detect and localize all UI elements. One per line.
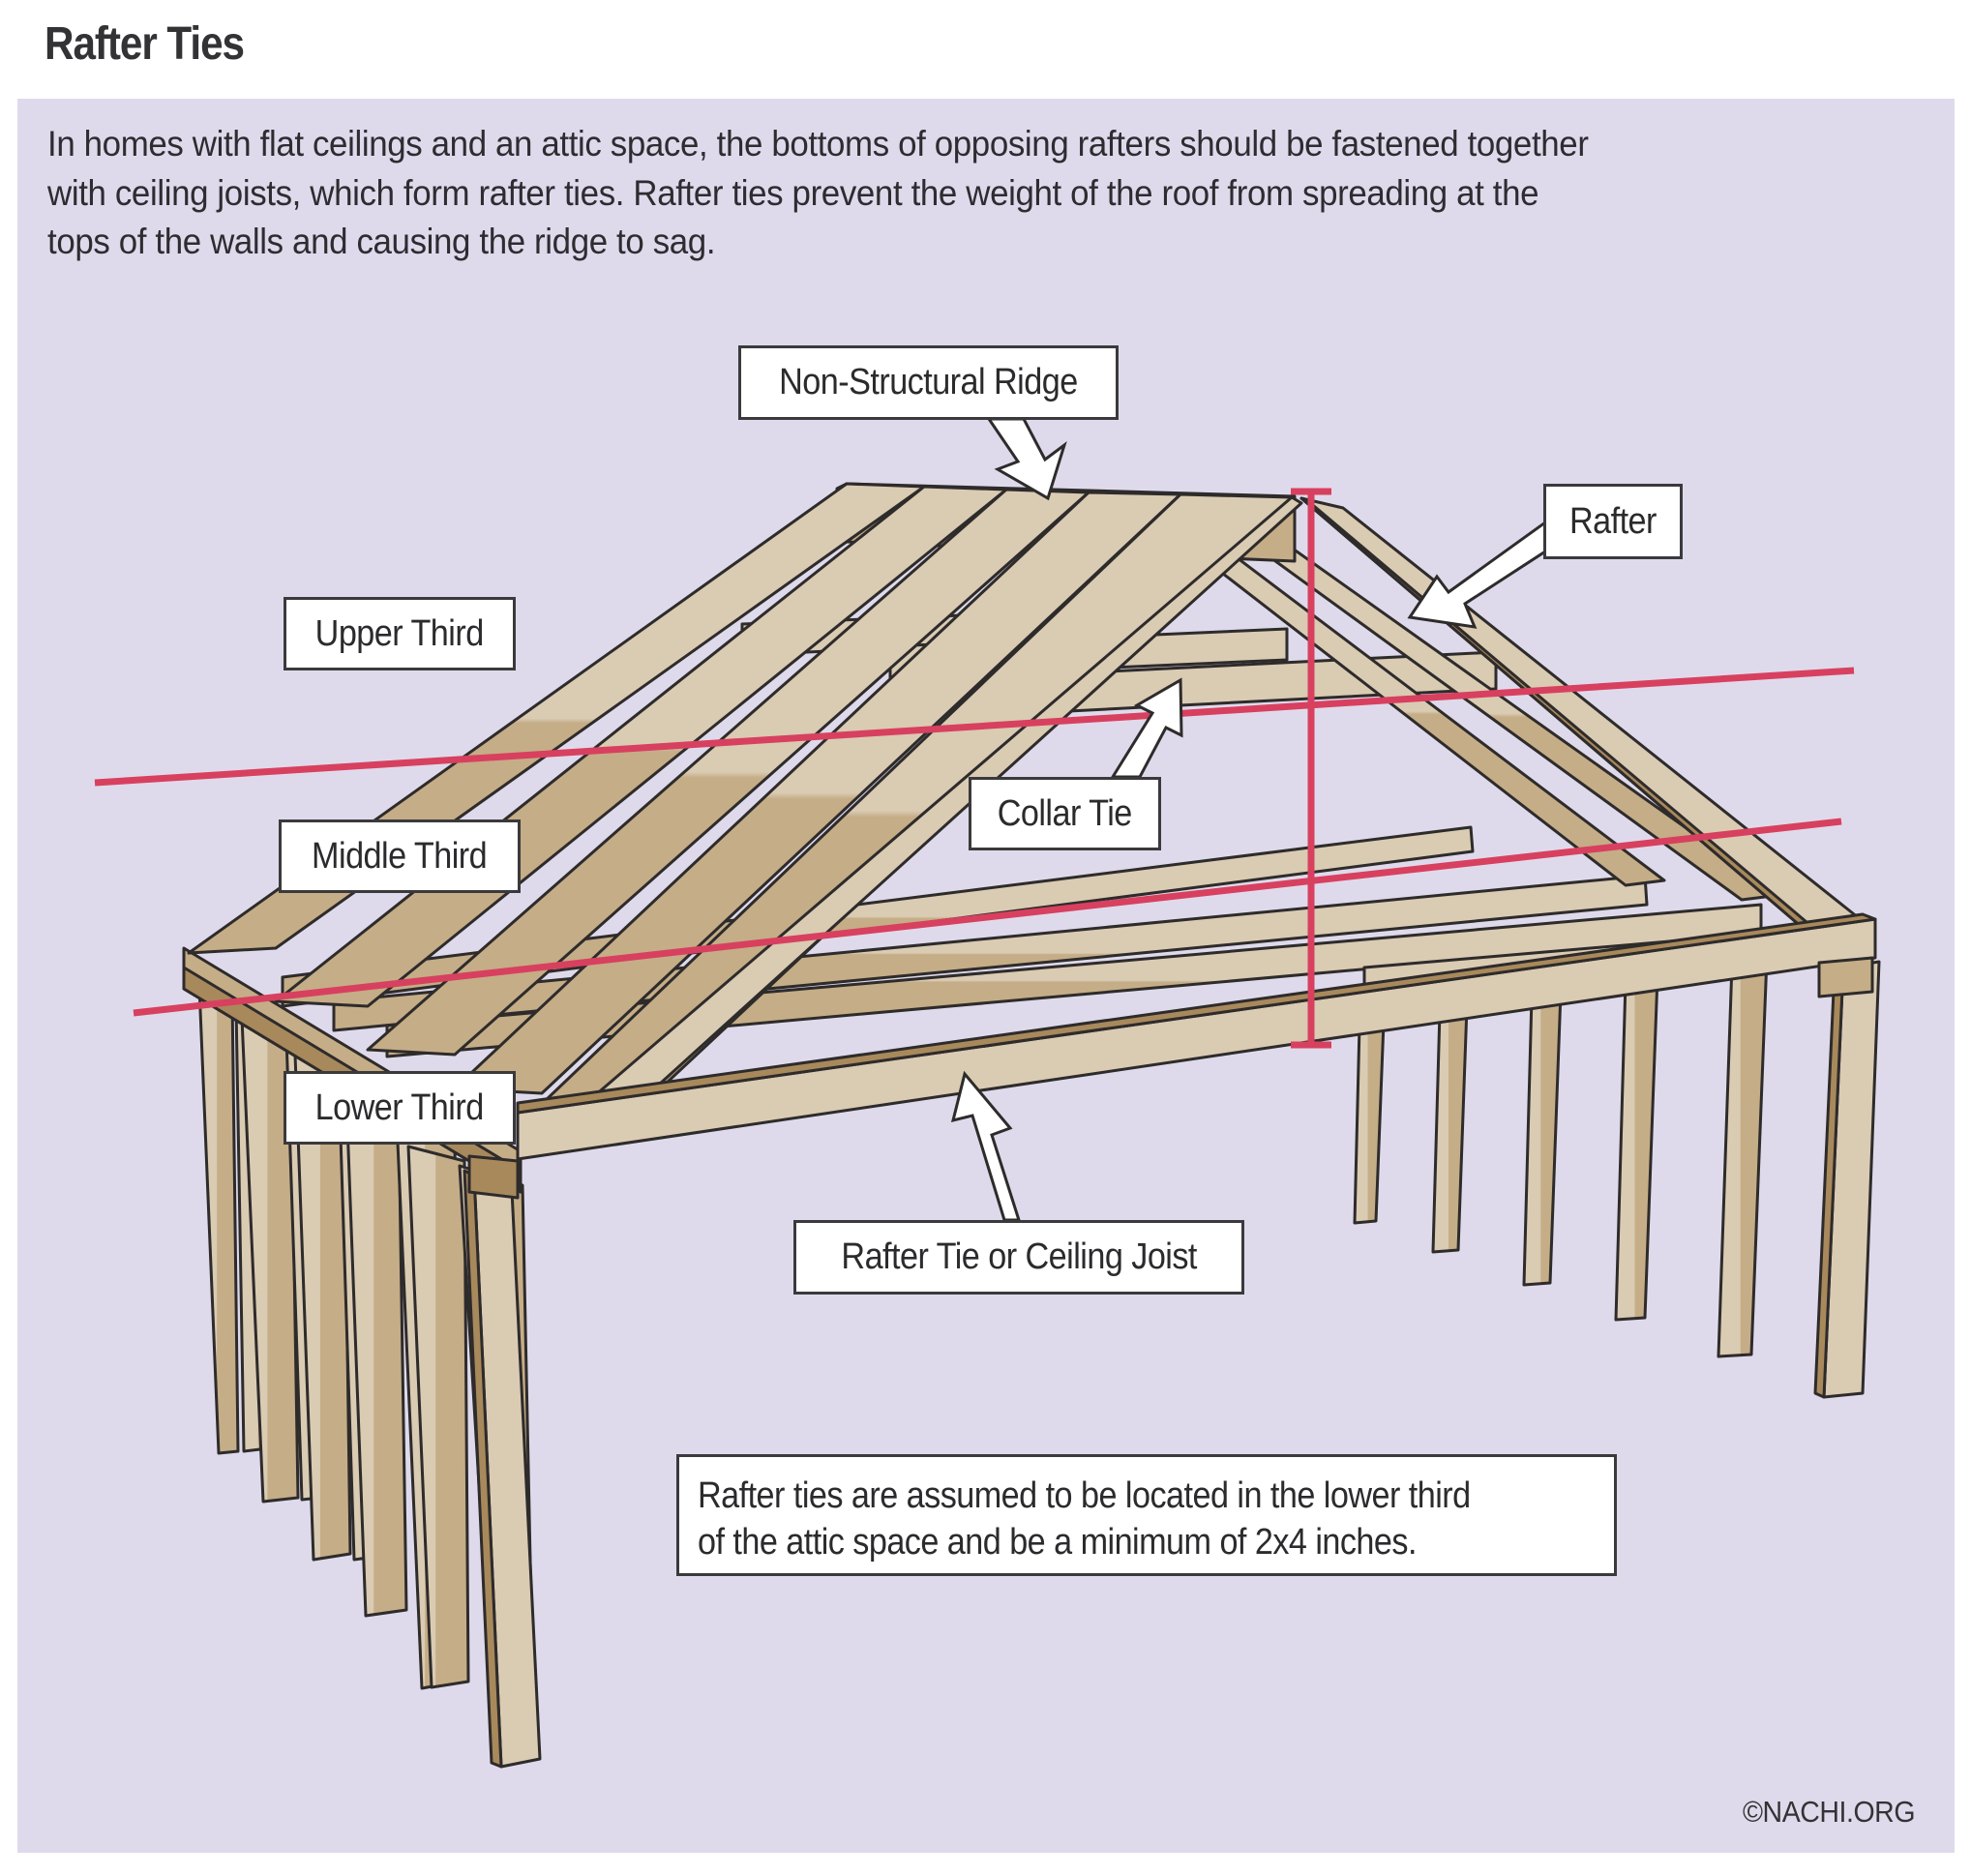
page-title: Rafter Ties [45,18,245,70]
label-non-structural-ridge: Non-Structural Ridge [738,345,1119,420]
rafter-front-right [1299,496,1874,936]
intro-line: with ceiling joists, which form rafter t… [47,171,1539,213]
rafter-front-right-shade [1299,496,1821,936]
note-line: of the attic space and be a minimum of 2… [698,1522,1417,1563]
label-middle-third: Middle Third [279,819,521,893]
ridge-arrow-icon [986,417,1067,501]
intro-line: In homes with flat ceilings and an attic… [47,123,1589,164]
intro-paragraph: In homes with flat ceilings and an attic… [47,119,1829,266]
intro-line: tops of the walls and causing the ridge … [47,221,716,261]
rafter-arrow-icon [1407,520,1547,629]
left-wall-studs [197,985,542,1769]
label-upper-third: Upper Third [284,597,516,670]
label-rafter-tie: Rafter Tie or Ceiling Joist [793,1220,1244,1295]
wall-stud [1353,1020,1386,1225]
right-wall-studs [1353,956,1881,1399]
wall-plate-block [467,1154,520,1200]
label-lower-third: Lower Third [284,1071,516,1145]
label-collar-tie: Collar Tie [969,777,1161,850]
wall-stud [1431,1004,1469,1254]
upper-divider-line [94,667,1855,787]
label-rafter: Rafter [1543,484,1683,559]
wall-stud [1614,974,1659,1322]
attic-third-dividers [94,488,1855,1049]
rafter-tie-top [516,912,1877,1115]
rafter-tie-arrow-icon [950,1070,1022,1222]
rafter [453,491,1182,1095]
wall-stud [406,1145,470,1689]
note-box: Rafter ties are assumed to be located in… [676,1454,1617,1576]
wall-plate-block [1817,956,1874,998]
collar-tie-arrow-icon [1110,677,1183,779]
wall-stud [1717,956,1769,1358]
rafter [366,488,1090,1057]
lower-divider-line [133,818,1842,1017]
copyright-credit: ©NACHI.ORG [1743,1795,1916,1829]
wall-stud [197,985,240,1455]
note-line: Rafter ties are assumed to be located in… [698,1475,1471,1516]
wall-stud [1522,990,1563,1287]
